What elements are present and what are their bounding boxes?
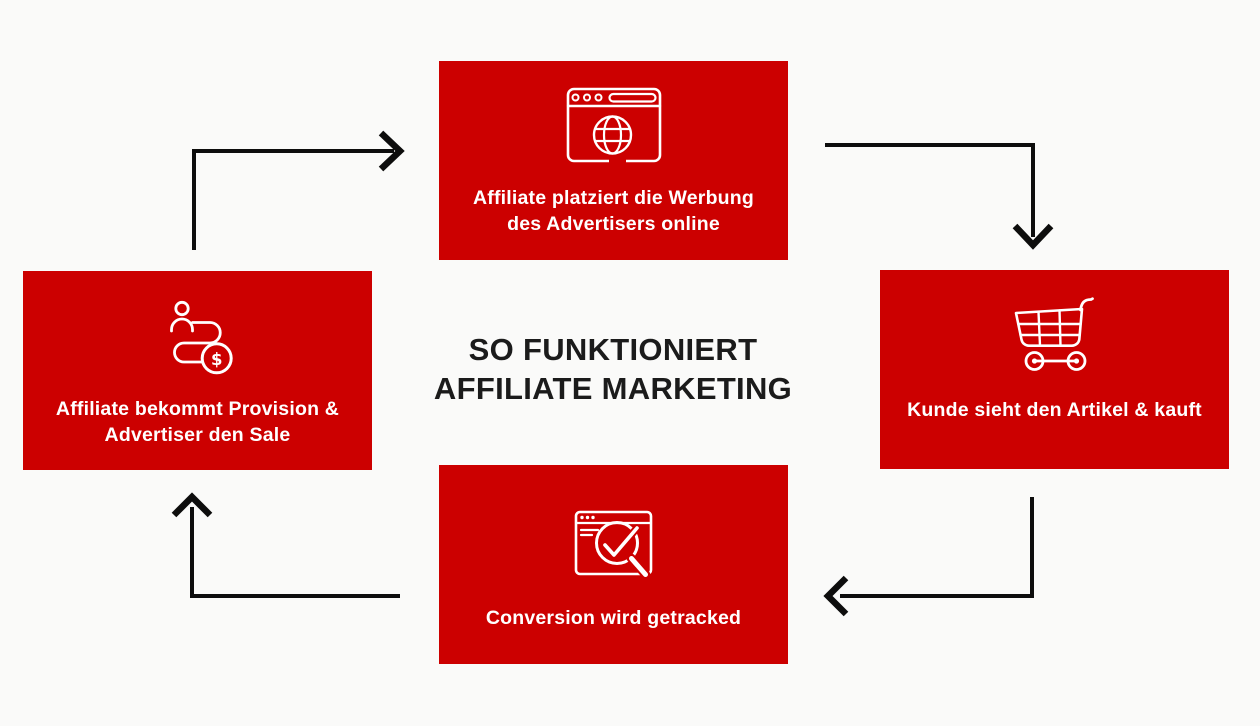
arrow-bottom-to-left (171, 492, 400, 598)
page-title-line1: SO FUNKTIONIERT (468, 332, 758, 367)
step-label-line: Affiliate bekommt Provision & (55, 398, 340, 420)
arrow-right-to-bottom (823, 497, 1034, 617)
step-box-affiliate-paid: $ Affiliate bekommt Provision & Advertis… (23, 271, 372, 470)
step-label-line: des Advertisers online (507, 213, 720, 235)
step-label: Affiliate platziert die Werbung des Adve… (439, 185, 788, 237)
step-label: Affiliate bekommt Provision & Advertiser… (23, 396, 372, 448)
step-box-place-ad: Affiliate platziert die Werbung des Adve… (439, 61, 788, 260)
person-commission-icon: $ (169, 300, 233, 375)
dollar-symbol: $ (210, 350, 221, 369)
tracking-magnifier-icon (574, 510, 652, 580)
browser-globe-icon (566, 87, 661, 164)
arrow-top-to-right (825, 143, 1054, 250)
step-label-line: Conversion wird getracked (485, 607, 742, 629)
step-label-line: Kunde sieht den Artikel & kauft (907, 399, 1202, 421)
step-label: Kunde sieht den Artikel & kauft (880, 397, 1229, 423)
step-label-line: Advertiser den Sale (104, 424, 291, 446)
step-box-customer-buys: Kunde sieht den Artikel & kauft (880, 270, 1229, 469)
page-title-line2: AFFILIATE MARKETING (433, 370, 793, 406)
step-label-line: Affiliate platziert die Werbung (472, 187, 755, 209)
arrow-left-to-top (192, 130, 405, 250)
shopping-cart-icon (1014, 297, 1094, 371)
step-box-conversion-tracked: Conversion wird getracked (439, 465, 788, 664)
step-label: Conversion wird getracked (439, 605, 788, 631)
page-title: SO FUNKTIONIERT AFFILIATE MARKETING (363, 331, 863, 408)
